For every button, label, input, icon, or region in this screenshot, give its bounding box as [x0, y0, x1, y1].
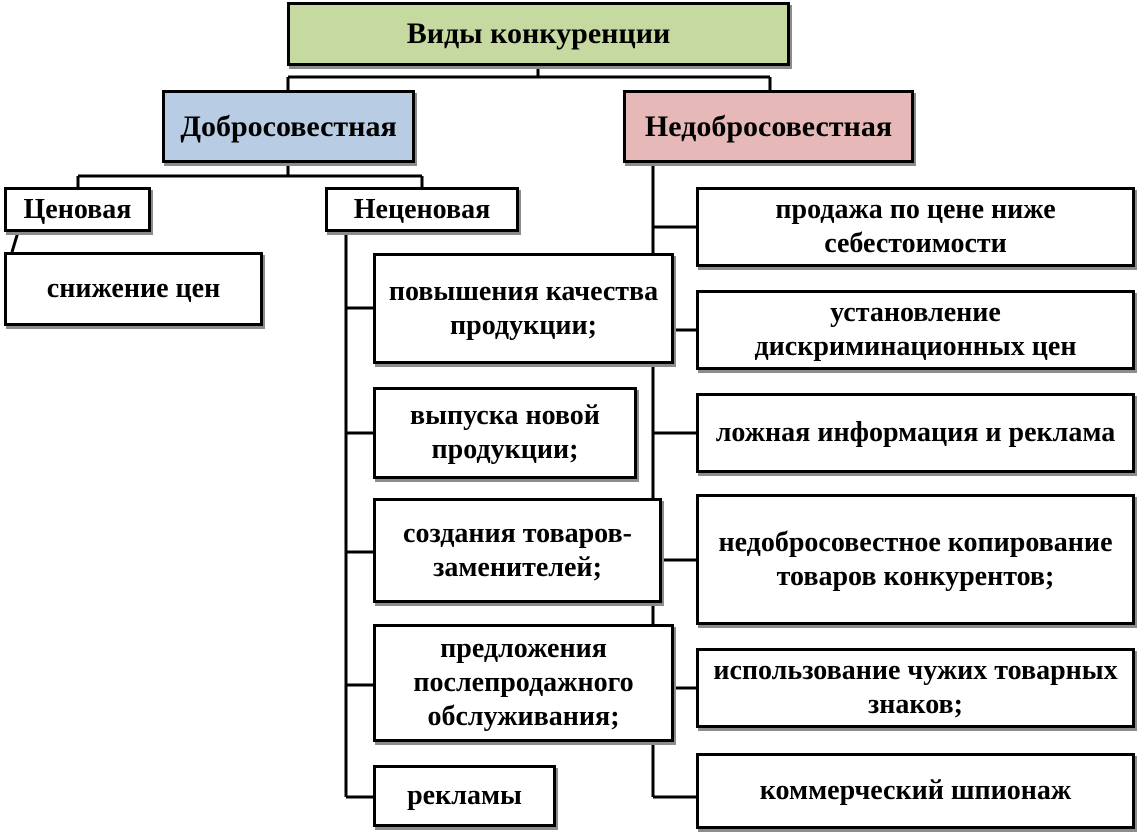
unfair-item-node: коммерческий шпионаж	[696, 753, 1135, 829]
unfair-competition-label: Недобросовестная	[644, 109, 893, 143]
root-node: Виды конкуренции	[287, 2, 790, 66]
unfair-item-label: продажа по цене ниже себестоимости	[775, 194, 1056, 259]
non-price-item-node: повышения качества продукции;	[373, 253, 674, 364]
unfair-item-node: продажа по цене ниже себестоимости	[696, 187, 1135, 267]
unfair-item-node: использование чужих товарных знаков;	[696, 648, 1135, 728]
non-price-competition-node: Неценовая	[325, 187, 519, 232]
price-competition-node: Ценовая	[4, 187, 151, 232]
unfair-item-label: недобросовестное копирование товаров кон…	[718, 526, 1113, 592]
non-price-item-label: выпуска новой продукции;	[410, 400, 600, 465]
non-price-item-node: предложения послепродажного обслуживания…	[373, 624, 674, 742]
non-price-competition-label: Неценовая	[353, 193, 491, 225]
unfair-item-node: недобросовестное копирование товаров кон…	[696, 494, 1135, 625]
price-item-node: снижение цен	[4, 252, 263, 326]
fair-competition-label: Добросовестная	[180, 109, 397, 143]
unfair-competition-node: Недобросовестная	[623, 90, 914, 163]
unfair-item-node: установление дискриминационных цен	[696, 290, 1135, 370]
fair-competition-node: Добросовестная	[162, 90, 415, 163]
unfair-item-label: ложная информация и реклама	[715, 417, 1116, 448]
unfair-item-node: ложная информация и реклама	[696, 393, 1135, 473]
unfair-item-label: установление дискриминационных цен	[754, 297, 1077, 362]
non-price-item-node: выпуска новой продукции;	[373, 387, 637, 479]
price-item-label: снижение цен	[46, 273, 221, 304]
non-price-item-node: рекламы	[373, 765, 556, 827]
unfair-item-label: коммерческий шпионаж	[759, 775, 1072, 806]
non-price-item-label: создания товаров-заменителей;	[403, 517, 632, 583]
non-price-item-label: предложения послепродажного обслуживания…	[413, 633, 634, 732]
non-price-item-label: рекламы	[407, 780, 522, 811]
non-price-item-node: создания товаров-заменителей;	[373, 498, 662, 603]
root-node-label: Виды конкуренции	[406, 17, 671, 50]
non-price-item-label: повышения качества продукции;	[388, 275, 659, 341]
unfair-item-label: использование чужих товарных знаков;	[713, 655, 1118, 720]
price-competition-label: Ценовая	[23, 193, 132, 225]
